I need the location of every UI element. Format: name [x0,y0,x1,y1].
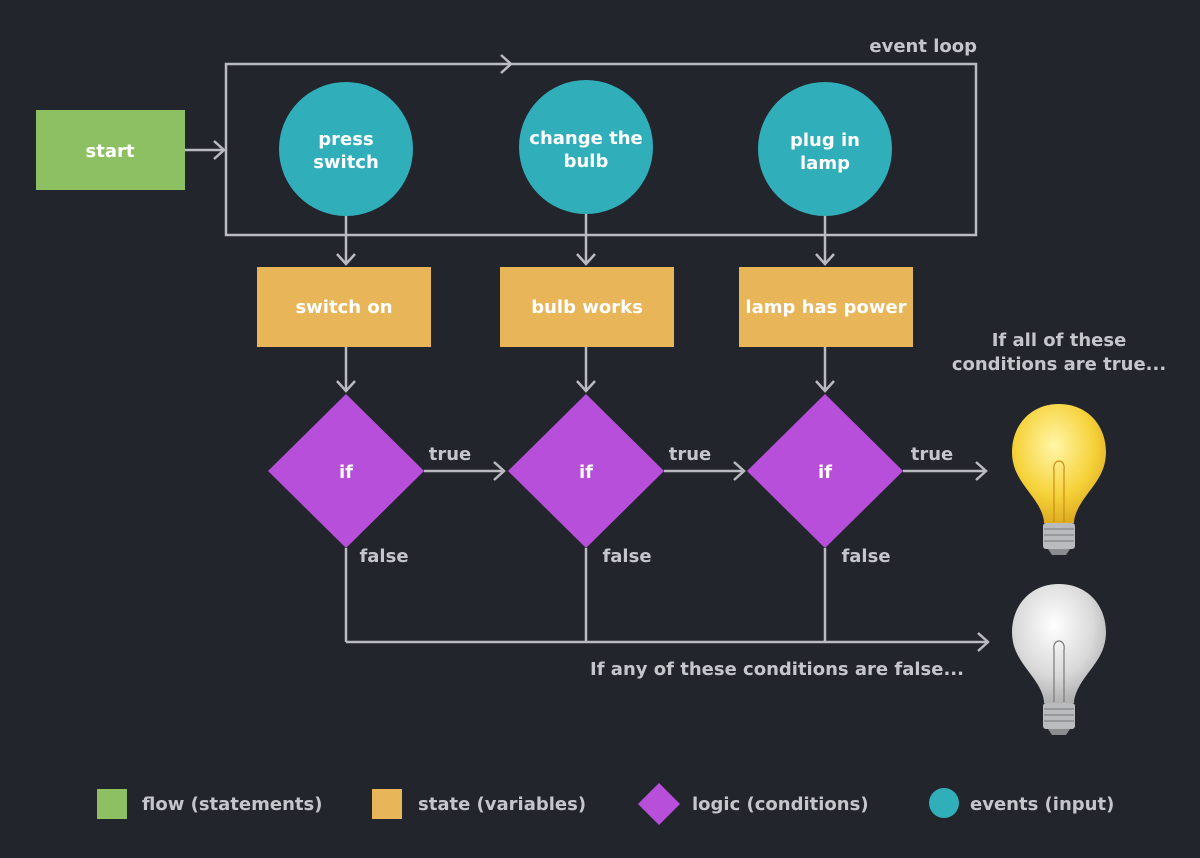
event-label-line1: plug in [790,130,860,151]
legend-item-flow: flow (statements) [97,789,322,819]
event-node-press-switch: press switch [279,82,413,216]
legend-item-state: state (variables) [372,789,586,819]
start-label: start [86,141,135,162]
condition-label: if [339,462,353,483]
state-arrowhead-1 [336,380,356,393]
state-label: switch on [295,297,392,318]
state-node-lamp-has-power: lamp has power [739,267,913,347]
events-swatch [929,788,959,818]
unlit-bulb-icon [1012,584,1106,735]
condition-diamond [508,394,664,548]
legend-label: flow (statements) [142,794,322,815]
false-arrowhead [977,632,990,652]
condition-node-2: if [508,394,664,548]
event-arrowhead-2 [576,253,596,266]
state-node-switch-on: switch on [257,267,431,347]
event-loop-frame [224,62,978,237]
event-arrowhead-1 [336,253,356,266]
state-arrowhead-3 [815,380,835,393]
true-arrowhead-3 [975,461,988,481]
event-label-line1: press [318,129,373,150]
state-label: bulb works [531,297,643,318]
legend: flow (statements) state (variables) logi… [97,783,1114,825]
logic-swatch [638,783,680,825]
event-node-change-bulb: change the bulb [519,80,653,214]
state-swatch [372,789,402,819]
false-label-2: false [602,546,651,567]
state-node-bulb-works: bulb works [500,267,674,347]
condition-node-3: if [747,394,903,548]
event-label-line2: switch [313,152,379,173]
false-label-1: false [359,546,408,567]
connector-lines [185,54,990,652]
true-arrowhead-2 [733,461,746,481]
event-circle [279,82,413,216]
condition-diamond [268,394,424,548]
state-label: lamp has power [745,297,906,318]
event-node-plug-in-lamp: plug in lamp [758,82,892,216]
true-arrowhead-1 [493,461,506,481]
event-label-line2: lamp [800,153,850,174]
state-box [257,267,431,347]
condition-diamond [747,394,903,548]
condition-label: if [818,462,832,483]
true-label-2: true [669,444,712,465]
condition-label: if [579,462,593,483]
state-arrowhead-2 [576,380,596,393]
event-circle [519,80,653,214]
condition-node-1: if [268,394,424,548]
event-loop-label: event loop [869,36,977,57]
state-box [500,267,674,347]
state-box [739,267,913,347]
event-loop-arrowhead [500,54,513,74]
legend-label: logic (conditions) [692,794,869,815]
event-arrowhead-3 [815,253,835,266]
event-circle [758,82,892,216]
legend-item-events: events (input) [929,788,1114,818]
legend-label: events (input) [970,794,1114,815]
start-box [36,110,185,190]
false-label-3: false [841,546,890,567]
start-arrowhead [213,140,226,160]
flow-swatch [97,789,127,819]
outcome-false-label: If any of these conditions are false... [590,659,964,680]
event-label-line1: change the [529,128,642,149]
legend-label: state (variables) [418,794,586,815]
start-node: start [36,110,185,190]
lit-bulb-icon [1012,404,1106,555]
legend-item-logic: logic (conditions) [638,783,869,825]
outcome-true-line2: conditions are true... [952,354,1166,375]
true-label-3: true [911,444,954,465]
true-label-1: true [429,444,472,465]
outcome-true-line1: If all of these [992,330,1127,351]
event-label-line2: bulb [564,151,609,172]
